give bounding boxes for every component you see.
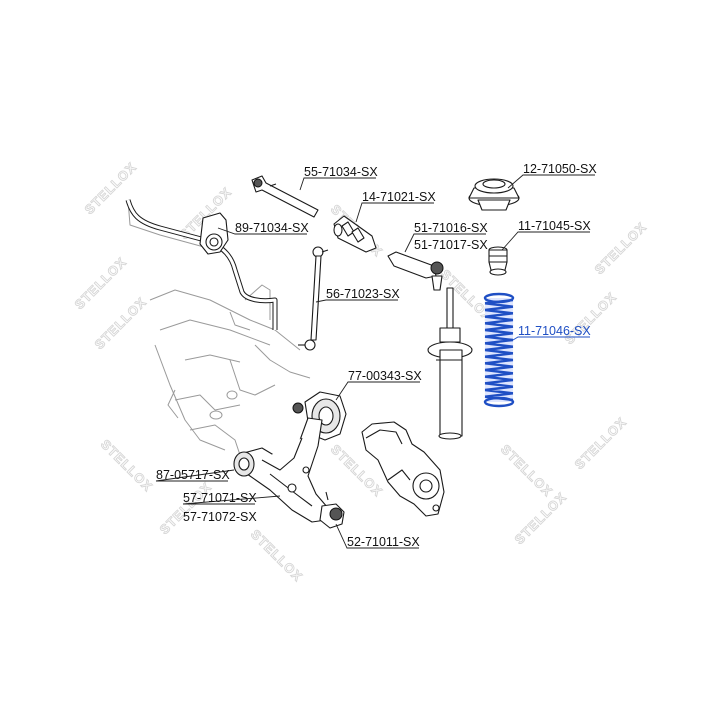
watermark-text: STELLOX bbox=[498, 442, 556, 500]
part-label-89-71034[interactable]: 89-71034-SX bbox=[235, 221, 309, 235]
part-label-11-71046[interactable]: 11-71046-SX bbox=[518, 324, 591, 338]
part-label-51-71017[interactable]: 51-71017-SX bbox=[414, 238, 488, 252]
leader-line bbox=[217, 227, 307, 235]
part-label-52-71011[interactable]: 52-71011-SX bbox=[347, 535, 420, 549]
lower-control-arm bbox=[237, 417, 329, 523]
steering-boot bbox=[333, 215, 377, 253]
shock-absorber bbox=[427, 287, 473, 440]
leader-line bbox=[355, 202, 434, 223]
leader-line bbox=[335, 523, 419, 549]
watermark-text: STELLOX bbox=[572, 414, 630, 472]
tie-rod-end bbox=[387, 251, 444, 291]
control-arm-front-bushing bbox=[233, 451, 255, 477]
leader-line bbox=[155, 469, 235, 482]
spring-boot bbox=[483, 292, 515, 408]
leader-lines bbox=[155, 174, 595, 549]
watermark-text: STELLOX bbox=[157, 479, 215, 537]
bump-stop bbox=[488, 246, 508, 276]
ball-joint bbox=[319, 491, 345, 529]
stabilizer-link bbox=[298, 246, 329, 351]
leader-line bbox=[501, 231, 590, 251]
watermark-text: STELLOX bbox=[72, 254, 130, 312]
part-label-14-71021[interactable]: 14-71021-SX bbox=[362, 190, 436, 204]
leader-line bbox=[182, 495, 281, 505]
part-label-51-71016[interactable]: 51-71016-SX bbox=[414, 221, 488, 235]
part-label-56-71023[interactable]: 56-71023-SX bbox=[326, 287, 400, 301]
steering-knuckle bbox=[361, 421, 445, 517]
part-labels: 55-71034-SX 14-71021-SX 89-71034-SX 12-7… bbox=[156, 162, 597, 549]
stabilizer-bushing bbox=[199, 212, 229, 255]
part-label-57-71072[interactable]: 57-71072-SX bbox=[183, 510, 257, 524]
watermark-text: STELLOX bbox=[92, 294, 150, 352]
watermark-text: STELLOX bbox=[98, 437, 156, 495]
tie-rod bbox=[251, 175, 319, 218]
leader-line bbox=[315, 299, 398, 303]
watermark-text: STELLOX bbox=[562, 289, 620, 347]
strut-mount bbox=[468, 178, 520, 211]
part-label-55-71034[interactable]: 55-71034-SX bbox=[304, 165, 378, 179]
part-label-77-00343[interactable]: 77-00343-SX bbox=[348, 369, 422, 383]
leader-line bbox=[507, 174, 595, 189]
leader-line bbox=[404, 233, 486, 253]
watermark-text: STELLOX bbox=[512, 489, 570, 547]
leader-line bbox=[335, 381, 420, 401]
watermark-text: STELLOX bbox=[248, 527, 306, 585]
subframe-background bbox=[127, 199, 311, 456]
leader-line bbox=[299, 177, 376, 191]
part-label-12-71050[interactable]: 12-71050-SX bbox=[523, 162, 597, 176]
part-label-87-05717[interactable]: 87-05717-SX bbox=[156, 468, 230, 482]
leader-line bbox=[512, 336, 590, 341]
watermark-text: STELLOX bbox=[592, 219, 650, 277]
part-label-11-71045[interactable]: 11-71045-SX bbox=[518, 219, 591, 233]
part-label-57-71071[interactable]: 57-71071-SX bbox=[183, 491, 257, 505]
